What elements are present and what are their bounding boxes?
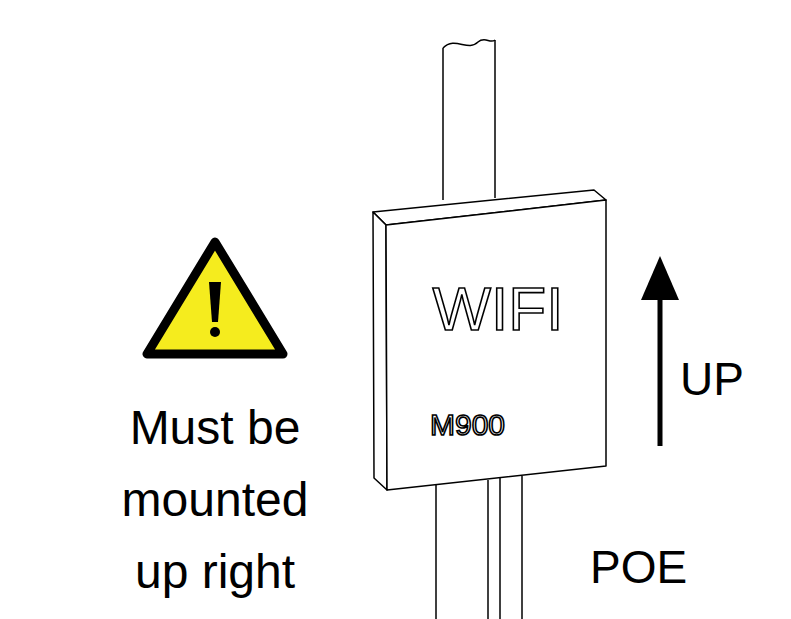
arrow-head [641,256,679,300]
warning-symbol [147,242,283,354]
direction-label: UP [680,354,744,405]
box-front [386,200,606,490]
model-number: M900 [430,410,505,440]
wifi-box [373,190,606,490]
device-box: WIFI M900 [398,250,598,465]
cable-edge [521,476,523,619]
pole-break [443,40,495,48]
cable-label: POE [590,542,687,593]
box-side [373,212,387,490]
exclamation-dot [210,327,220,337]
pole-edge [494,40,496,198]
pole-edge [442,48,444,200]
warning-triangle [147,242,283,354]
warning-note: Must be mounted up right [98,392,332,608]
exclamation-bar [209,282,221,322]
up-arrow [641,256,679,446]
pole-edge [487,480,489,619]
device-name: WIFI [433,278,564,340]
arrow-shaft [658,295,663,446]
pole-edge [435,485,437,619]
cable-edge [499,478,501,619]
